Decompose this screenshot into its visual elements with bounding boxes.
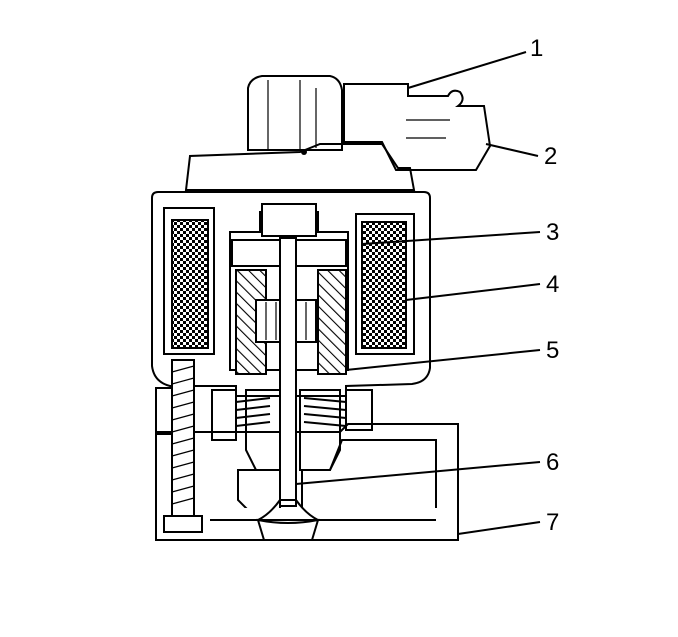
callout-leaders (295, 51, 541, 535)
mounting-bolt (163, 359, 203, 533)
callout-6: 6 (546, 449, 559, 476)
callout-5: 5 (546, 337, 559, 364)
callout-1: 1 (530, 35, 543, 62)
callout-4: 4 (546, 271, 559, 298)
callout-3: 3 (546, 219, 559, 246)
pintle-valve (256, 237, 320, 541)
return-spring (235, 397, 347, 427)
callout-labels: 1 2 3 4 5 6 7 (530, 35, 559, 536)
solenoid-coil-left (171, 219, 209, 349)
callout-7: 7 (546, 509, 559, 536)
connector-housing (184, 75, 492, 191)
actuator-body (151, 191, 431, 397)
callout-2: 2 (544, 143, 557, 170)
